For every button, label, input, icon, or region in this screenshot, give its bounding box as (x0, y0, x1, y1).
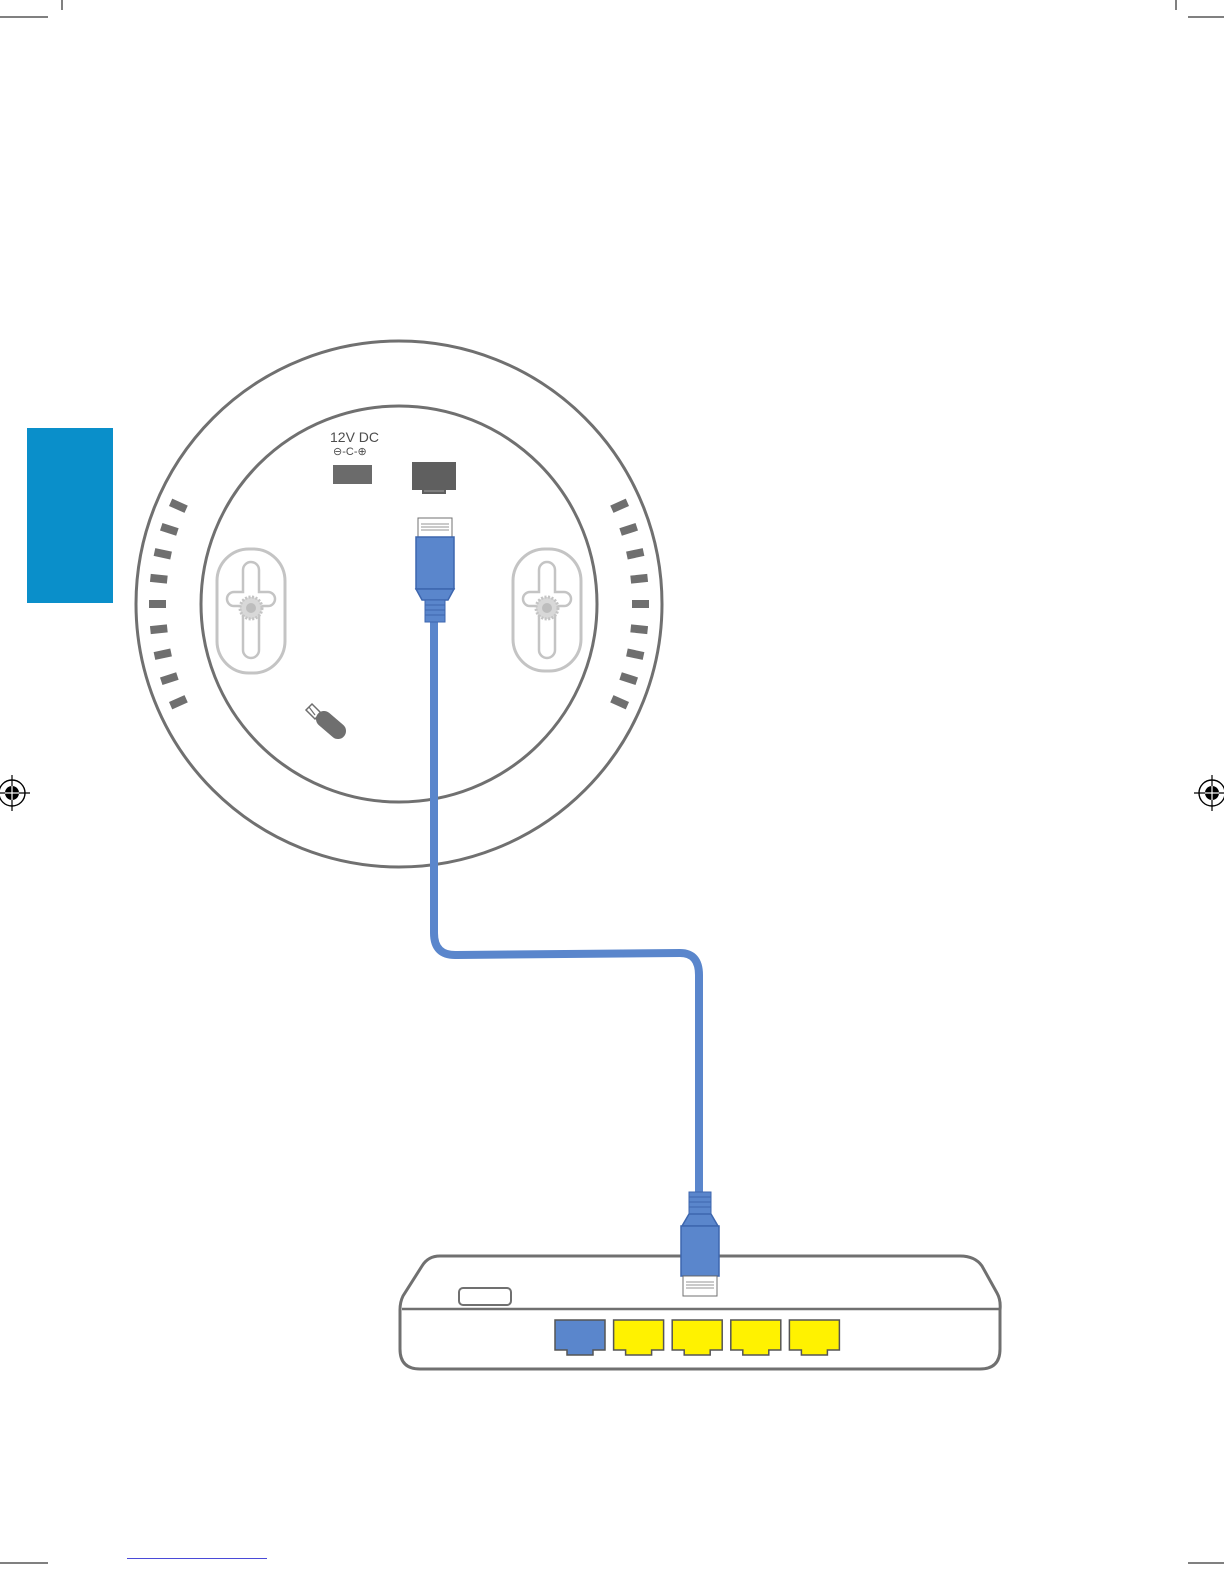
vent-slot (150, 628, 167, 630)
vent-slot (161, 676, 177, 681)
reset-button[interactable] (324, 719, 338, 731)
lan-port (731, 1320, 781, 1355)
polarity-symbol: ⊖-C-⊕ (333, 446, 367, 458)
vent-slot (631, 578, 648, 580)
mounting-keyhole-left (217, 549, 285, 673)
registration-mark-icon (0, 775, 30, 811)
vent-slot (154, 552, 171, 556)
vent-slot (627, 552, 644, 556)
mounting-keyhole-right (513, 549, 581, 671)
vent-slot (154, 652, 171, 656)
router-ports (555, 1320, 839, 1355)
vent-slot (150, 578, 167, 580)
vent-slot (621, 527, 637, 532)
vent-slot (631, 628, 648, 630)
router-status-indicator (459, 1288, 511, 1305)
lan-port (672, 1320, 722, 1355)
wan-port (555, 1320, 605, 1355)
ethernet-port (412, 462, 456, 494)
rj45-connector-bottom (681, 1192, 719, 1296)
vent-slot (161, 527, 177, 532)
dc-power-port (333, 465, 372, 484)
vent-slot (621, 676, 637, 681)
lan-port (614, 1320, 664, 1355)
access-point: 12V DC ⊖-C-⊕ (136, 341, 662, 867)
lan-port (789, 1320, 839, 1355)
power-port-label: 12V DC (330, 429, 379, 445)
vent-slot (627, 652, 644, 656)
registration-mark-icon (1194, 775, 1224, 811)
